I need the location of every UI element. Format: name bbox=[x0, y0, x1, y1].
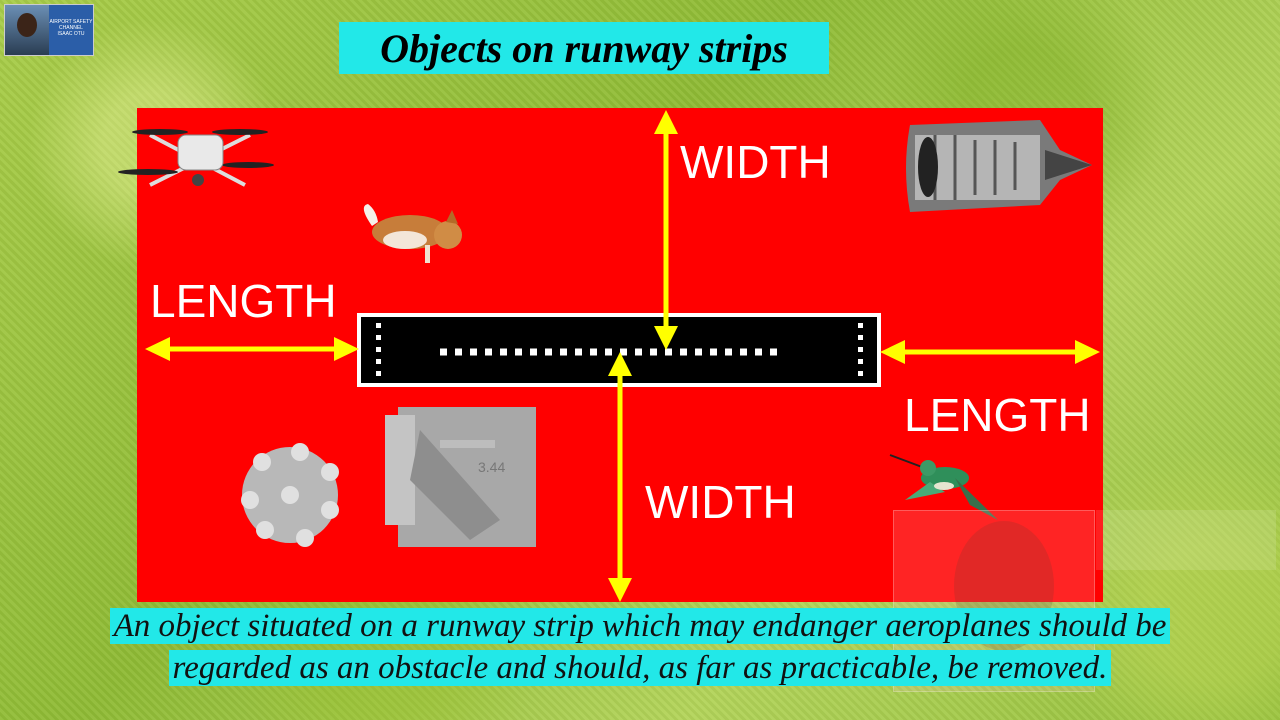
length-arrow-left bbox=[145, 337, 359, 361]
svg-text:3.44: 3.44 bbox=[478, 459, 505, 475]
width-arrow-bottom bbox=[608, 352, 632, 602]
slide-title: Objects on runway strips bbox=[339, 22, 829, 74]
channel-logo-text: AIRPORT SAFETY CHANNEL ISAAC OTU bbox=[49, 5, 93, 55]
drone-icon bbox=[118, 129, 274, 187]
runway-threshold-left bbox=[376, 323, 381, 376]
caption-line-1: An object situated on a runway strip whi… bbox=[0, 608, 1280, 645]
width-label-top: WIDTH bbox=[680, 136, 831, 188]
drill-bit-icon bbox=[241, 443, 339, 547]
webcam-watermark bbox=[1096, 510, 1276, 570]
length-label-right: LENGTH bbox=[904, 389, 1091, 441]
channel-logo: AIRPORT SAFETY CHANNEL ISAAC OTU bbox=[4, 4, 94, 56]
length-label-left: LENGTH bbox=[150, 275, 337, 327]
presenter-name: ISAAC OTU bbox=[57, 31, 85, 37]
width-arrow-top bbox=[654, 110, 678, 350]
presenter-photo bbox=[5, 5, 49, 55]
length-arrow-right bbox=[880, 340, 1100, 364]
jet-engine-icon bbox=[906, 120, 1092, 212]
dog-icon bbox=[363, 204, 462, 263]
caption-text-1: An object situated on a runway strip whi… bbox=[109, 608, 1171, 644]
width-label-bottom: WIDTH bbox=[645, 476, 796, 528]
machine-part-icon: 3.44 bbox=[385, 407, 536, 547]
hummingbird-icon bbox=[889, 454, 998, 520]
caption-line-2: regarded as an obstacle and should, as f… bbox=[0, 650, 1280, 687]
channel-name: AIRPORT SAFETY CHANNEL bbox=[49, 19, 93, 31]
caption-text-2: regarded as an obstacle and should, as f… bbox=[168, 650, 1112, 686]
runway-threshold-right bbox=[858, 323, 863, 376]
